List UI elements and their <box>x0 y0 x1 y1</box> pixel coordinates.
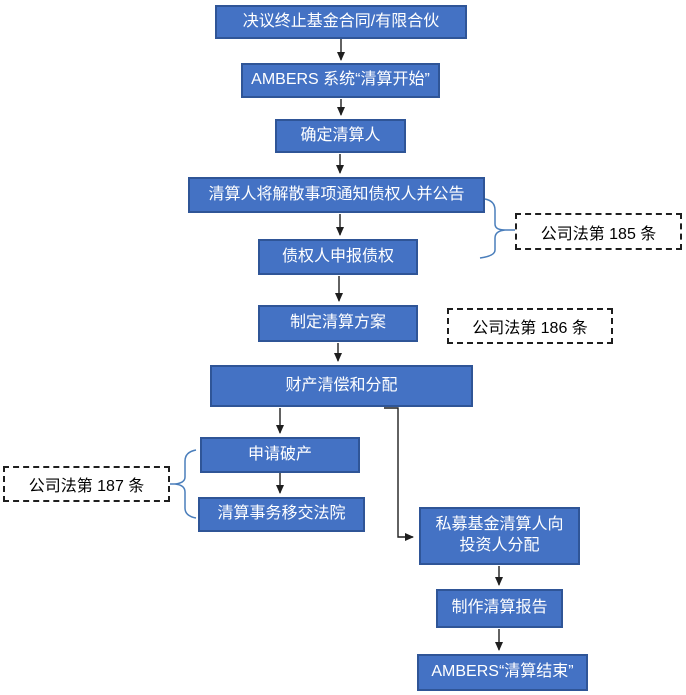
node-terminate-fund-contract: 决议终止基金合同/有限合伙 <box>215 5 467 39</box>
node-distribute-to-investors: 私募基金清算人向 投资人分配 <box>419 507 580 565</box>
node-settle-and-distribute-assets: 财产清偿和分配 <box>210 365 473 407</box>
arrow-elbow-n7-n10 <box>384 407 414 541</box>
node-ambers-liquidation-start: AMBERS 系统“清算开始” <box>241 63 440 98</box>
node-apply-for-bankruptcy: 申请破产 <box>200 437 360 473</box>
annotation-company-law-185: 公司法第 185 条 <box>515 213 682 250</box>
node-notify-creditors-announce: 清算人将解散事项通知债权人并公告 <box>188 177 485 213</box>
node-creditors-declare-claims: 债权人申报债权 <box>258 239 418 275</box>
node-appoint-liquidator: 确定清算人 <box>275 119 406 153</box>
node-transfer-to-court: 清算事务移交法院 <box>198 497 365 532</box>
annotation-company-law-186: 公司法第 186 条 <box>447 308 613 344</box>
annotation-company-law-187: 公司法第 187 条 <box>3 466 170 502</box>
node-make-liquidation-plan: 制定清算方案 <box>258 305 418 342</box>
brace-law187 <box>174 449 197 519</box>
node-ambers-liquidation-end: AMBERS“清算结束” <box>417 654 588 691</box>
node-make-liquidation-report: 制作清算报告 <box>436 589 563 628</box>
